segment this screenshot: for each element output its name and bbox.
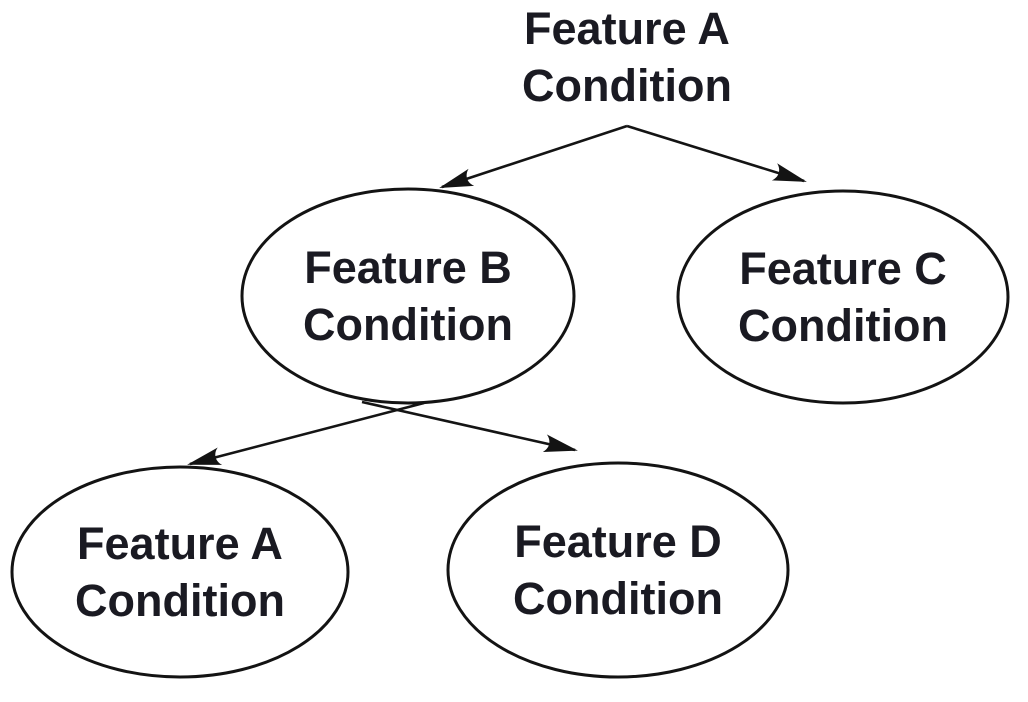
edge-feature-b-to-feature-d [361,400,578,452]
node-feature-d-label-line2: Condition [513,573,723,624]
node-feature-a-leaf-label-line1: Feature A [77,518,283,569]
node-feature-c-label-line1: Feature C [739,243,947,294]
edge-root-to-feature-c [626,124,807,183]
node-feature-c: Feature C Condition [676,189,1010,405]
node-feature-a-leaf: Feature A Condition [10,465,350,679]
edge-feature-b-to-feature-a [187,401,425,466]
node-feature-d: Feature D Condition [446,461,790,679]
node-feature-d-label-line1: Feature D [514,516,722,567]
node-feature-c-ellipse [676,189,1010,405]
node-root-label-line1: Feature A [524,3,730,54]
node-root: Feature A Condition [522,3,732,111]
node-feature-a-leaf-ellipse [10,465,350,679]
node-root-label-line2: Condition [522,60,732,111]
node-feature-b-label-line2: Condition [303,299,513,350]
node-feature-a-leaf-label-line2: Condition [75,575,285,626]
edge-root-to-feature-b [439,124,628,189]
node-feature-b-label-line1: Feature B [304,242,512,293]
node-feature-b-ellipse [240,187,576,405]
node-feature-b: Feature B Condition [240,187,576,405]
node-feature-d-ellipse [446,461,790,679]
edges [187,124,807,466]
node-feature-c-label-line2: Condition [738,300,948,351]
